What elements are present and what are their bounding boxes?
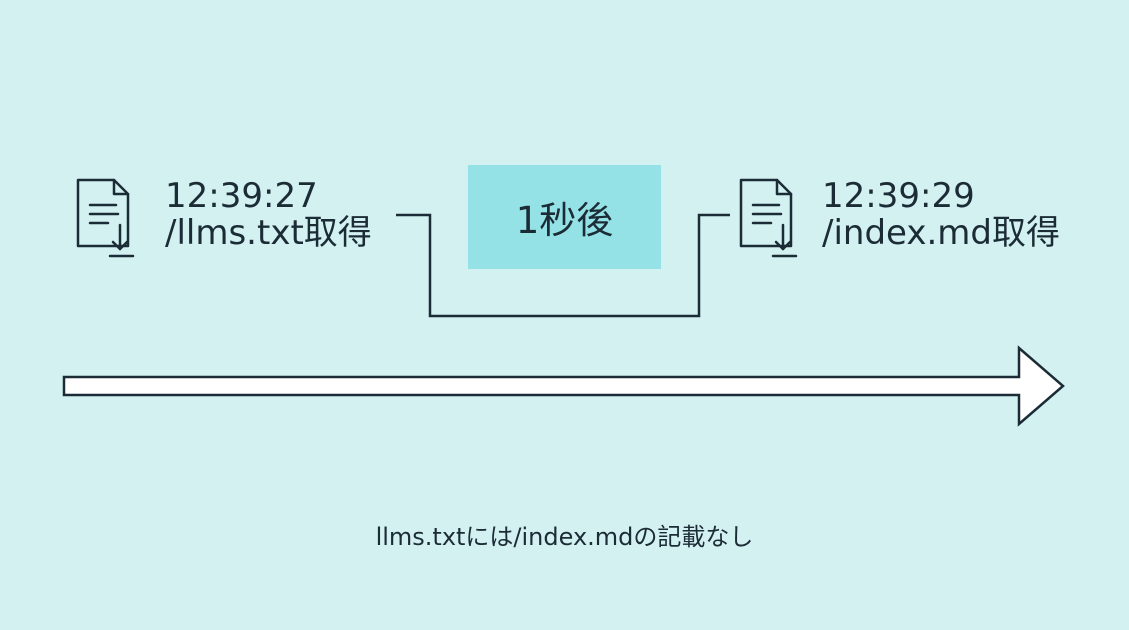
- left-event-time: 12:39:27: [165, 176, 318, 216]
- interval-connector: [396, 213, 730, 318]
- document-download-icon: [76, 178, 135, 258]
- delay-label: 1秒後: [515, 199, 614, 242]
- right-event-action: /index.md取得: [822, 213, 1060, 254]
- left-event-label: 12:39:27 /llms.txt取得: [165, 176, 372, 254]
- left-event-action: /llms.txt取得: [165, 213, 372, 254]
- right-event-label: 12:39:29 /index.md取得: [822, 176, 1060, 254]
- arrow-right-icon: [62, 345, 1065, 427]
- document-download-icon: [739, 178, 798, 258]
- right-event-time: 12:39:29: [822, 176, 975, 216]
- caption-text: llms.txtには/index.mdの記載なし: [375, 523, 754, 551]
- delay-box: 1秒後: [468, 165, 661, 269]
